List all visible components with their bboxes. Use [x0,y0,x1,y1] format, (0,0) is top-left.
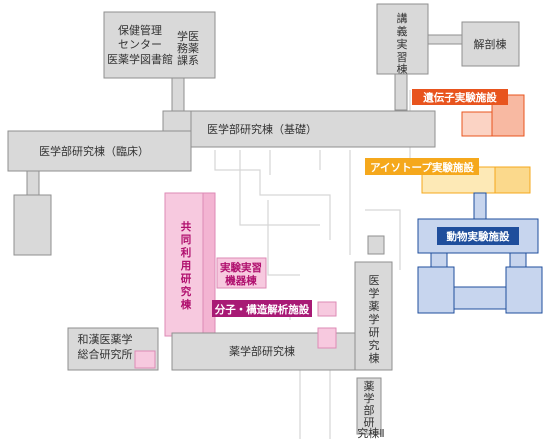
connector-kogi [394,73,408,111]
label-bg-idenshi [412,89,508,105]
svg-text:義: 義 [397,24,408,38]
svg-text:センター: センター [118,38,162,51]
svg-text:部: 部 [364,403,375,417]
building-rinsho[interactable]: 医学部研究棟（臨床） [7,130,192,172]
svg-text:薬学部研究棟: 薬学部研究棟 [229,344,295,358]
building-kyodo[interactable]: 共 同 利 用 研 究 棟 [164,192,216,337]
svg-text:習: 習 [397,51,408,64]
svg-text:実験実習: 実験実習 [220,261,262,274]
svg-text:同: 同 [181,234,192,246]
facility-doubutsu[interactable]: 動物実験施設 [417,192,543,314]
building-hoken-kanri[interactable]: 保健管理 センター 医薬学図書館 学医 務薬 課系 [103,11,216,79]
connector-rinsho [26,170,40,196]
svg-text:課系: 課系 [177,53,199,67]
svg-text:薬: 薬 [364,380,375,393]
building-kaibou[interactable]: 解剖棟 [461,21,520,67]
svg-text:解剖棟: 解剖棟 [474,37,507,51]
svg-text:用: 用 [180,260,192,272]
wakan-annex [134,350,156,369]
svg-text:研: 研 [181,273,192,285]
svg-text:講: 講 [397,11,408,25]
svg-text:実: 実 [397,37,408,51]
facility-isotope[interactable]: アイソトープ実験施設 [365,158,531,194]
building-jikken-kiki[interactable]: 実験実習 機器棟 [216,257,267,289]
svg-text:利: 利 [181,246,192,259]
svg-text:遺伝子実験施設: 遺伝子実験施設 [422,91,497,104]
building-rinsho-annex[interactable] [13,194,52,256]
svg-text:棟: 棟 [397,62,408,76]
connector-kaibou [427,34,463,45]
building-yakugakubu-2[interactable]: 薬 学 部 研 [356,377,382,435]
svg-text:学医: 学医 [177,29,199,43]
building-kiso[interactable]: 医学部研究棟（基礎） [162,110,436,148]
svg-text:動物実験施設: 動物実験施設 [447,230,510,243]
label-bg-isotope [365,158,479,175]
svg-text:機器棟: 機器棟 [225,274,257,287]
small-building [367,235,385,255]
facility-idenshi[interactable]: 遺伝子実験施設 [412,89,525,137]
svg-text:学: 学 [369,286,380,300]
label-bg-bunshi [212,300,312,317]
svg-text:研: 研 [369,326,380,339]
svg-text:究棟Ⅱ: 究棟Ⅱ [357,426,384,439]
label-toshokan: 医薬学図書館 [107,52,173,66]
svg-text:アイソトープ実験施設: アイソトープ実験施設 [370,161,474,174]
label-bg-doubutsu [437,227,519,245]
svg-text:学: 学 [369,312,380,326]
svg-text:総合研究所: 総合研究所 [78,347,133,361]
svg-text:研: 研 [364,416,375,429]
bunshi-annex [317,327,337,349]
svg-text:棟: 棟 [369,351,380,365]
building-wakan[interactable]: 和漢医薬学 総合研究所 [67,327,159,371]
building-igaku-yakugaku[interactable]: 医 学 薬 学 研 究 棟 [354,261,393,371]
svg-text:究: 究 [369,338,380,352]
label-hoken: 保健管理 [118,23,162,37]
svg-text:学: 学 [364,391,375,405]
svg-text:分子・構造解析施設: 分子・構造解析施設 [215,303,310,316]
facility-bunshi[interactable]: 分子・構造解析施設 [212,300,312,317]
svg-text:医学部研究棟（臨床）: 医学部研究棟（臨床） [39,144,149,158]
svg-text:務薬: 務薬 [177,41,199,55]
svg-text:医学部研究棟（基礎）: 医学部研究棟（基礎） [207,122,317,136]
walkways [214,90,411,439]
svg-text:医: 医 [369,274,380,287]
svg-text:棟: 棟 [181,298,192,311]
svg-text:薬: 薬 [369,300,380,313]
svg-text:究: 究 [181,285,192,298]
building-kogi-jisshu[interactable]: 講 義 実 習 棟 [376,3,429,76]
svg-text:和漢医薬学: 和漢医薬学 [78,332,133,346]
bunshi-building[interactable] [317,301,337,317]
svg-text:共: 共 [181,220,192,233]
connector-library [171,77,185,115]
